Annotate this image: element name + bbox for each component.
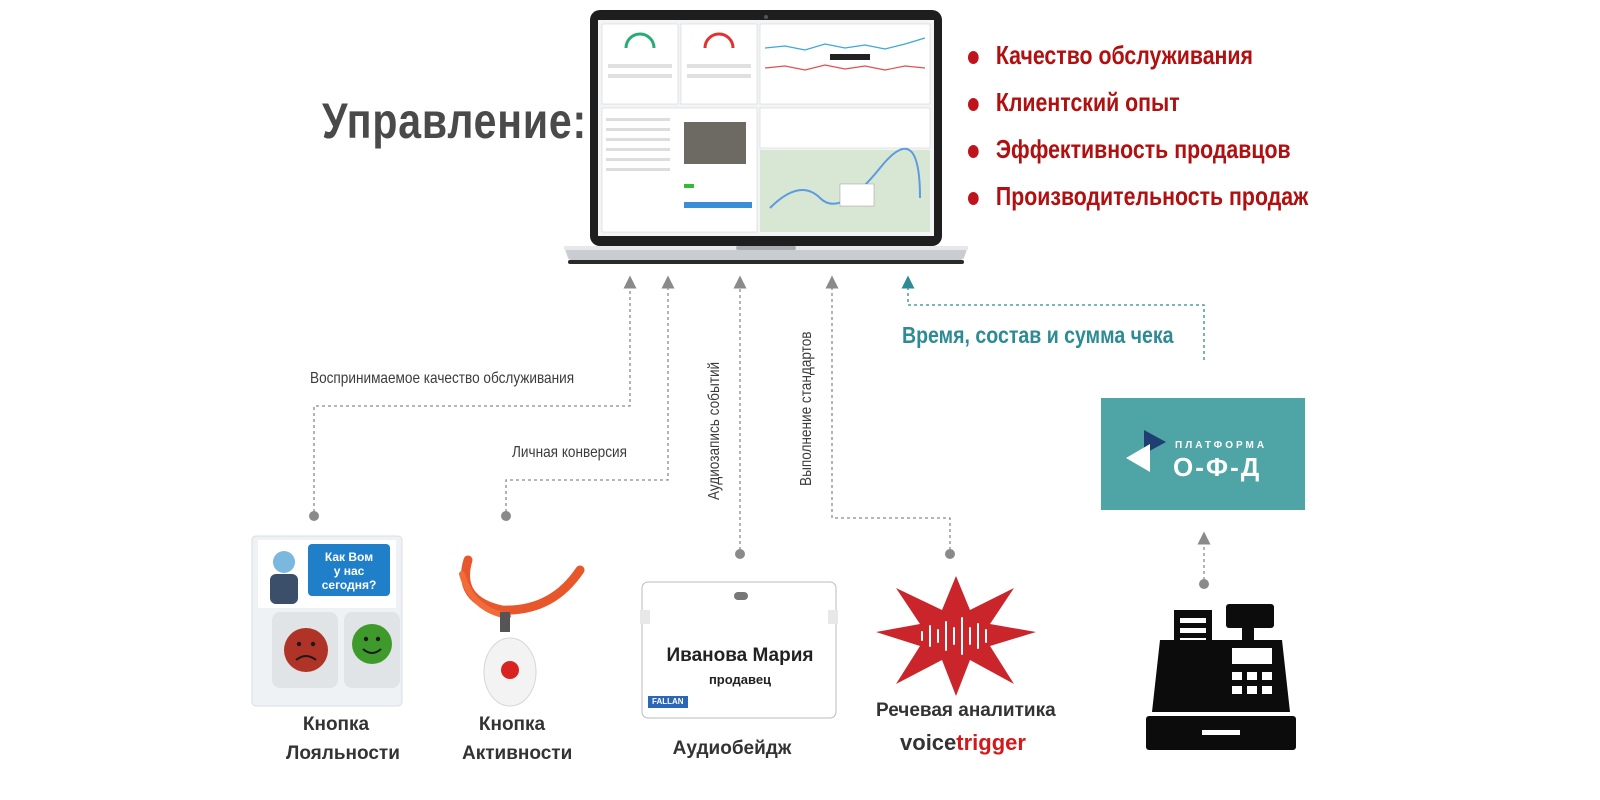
badge-name-text: Иванова Мария xyxy=(666,645,814,666)
management-bullet-list: Качество обслуживания Клиентский опыт Эф… xyxy=(968,40,1383,228)
label-audio-events: Аудиозапись событий xyxy=(706,361,723,500)
bullet-item: Клиентский опыт xyxy=(968,87,1308,134)
speech-analytics-starburst-icon xyxy=(876,576,1036,696)
laptop-illustration xyxy=(564,10,968,264)
badge-role-text: продавец xyxy=(708,672,772,687)
loyalty-sign-text: Как Вом у нас сегодня? xyxy=(321,550,377,592)
audio-badge-device xyxy=(640,581,838,719)
voicetrigger-logo: voicetrigger xyxy=(900,730,1026,755)
connector-perceived-quality xyxy=(313,275,637,512)
loyalty-button-device xyxy=(251,535,403,707)
connector-standards xyxy=(825,275,951,550)
caption-audiobadge: Аудиобейдж xyxy=(672,738,792,759)
badge-brand-text: FALLAN xyxy=(652,697,684,706)
caption-speech-analytics: Речевая аналитика xyxy=(876,700,1056,721)
bullet-dot-icon xyxy=(968,192,979,205)
label-personal-conversion: Личная конверсия xyxy=(512,444,627,461)
label-receipt: Время, состав и сумма чека xyxy=(902,322,1174,348)
label-perceived-quality: Воспринимаемое качество обслуживания xyxy=(310,370,575,387)
bullet-dot-icon xyxy=(968,98,979,111)
caption-activity-button: Кнопка Активности xyxy=(462,714,573,764)
ofd-logo-big-text: О-Ф-Д xyxy=(1173,452,1262,482)
bullet-dot-icon xyxy=(968,51,979,64)
bullet-dot-icon xyxy=(968,145,979,158)
bullet-item: Эффективность продавцов xyxy=(968,134,1308,181)
page-title: Управление: xyxy=(322,93,587,149)
caption-loyalty-button: Кнопка Лояльности xyxy=(286,714,400,764)
bullet-item: Качество обслуживания xyxy=(968,40,1308,87)
ofd-logo-small-text: ПЛАТФОРМА xyxy=(1175,440,1268,451)
connector-personal-conversion xyxy=(505,275,675,512)
cash-register-icon xyxy=(1146,604,1296,750)
activity-button-device xyxy=(459,555,585,707)
connector-receipt xyxy=(901,275,1205,360)
ofd-logo-icon xyxy=(1126,430,1166,472)
bullet-item: Производительность продаж xyxy=(968,181,1308,228)
label-standards: Выполнение стандартов xyxy=(798,331,815,486)
